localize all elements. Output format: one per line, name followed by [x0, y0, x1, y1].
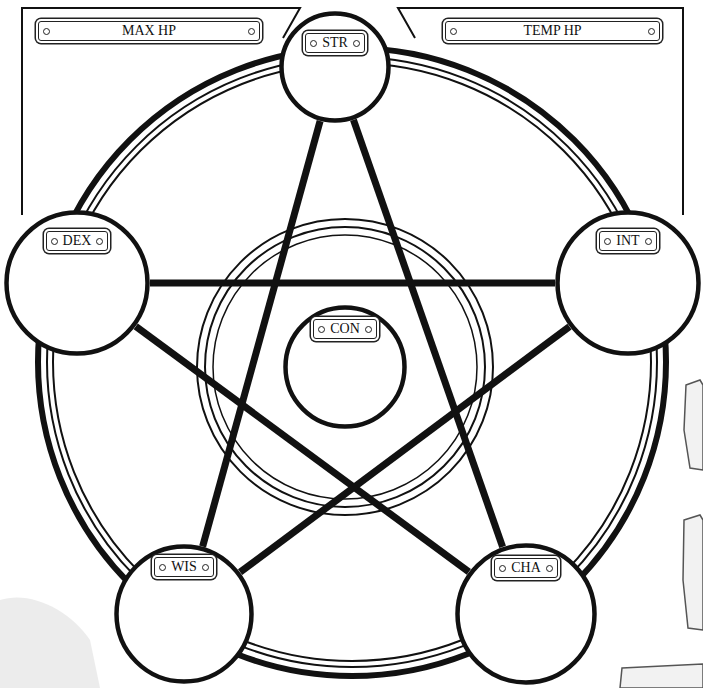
stat-circle: WIS [114, 544, 254, 684]
stat-label: CON [313, 319, 377, 339]
stone-border [684, 380, 703, 470]
stat-label: CHA [494, 558, 558, 578]
stat-circle: STR [279, 11, 391, 123]
stat-label: MAX HP [38, 21, 260, 41]
circle-outline [558, 213, 699, 354]
hp-panel: TEMP HP [413, 8, 683, 208]
hp-panel: MAX HP [22, 8, 292, 208]
pentagram-line [150, 280, 555, 287]
stone-border [683, 515, 703, 630]
stat-label: TEMP HP [445, 21, 660, 41]
stat-circle: INT [555, 210, 701, 356]
stone-border [620, 664, 703, 688]
stat-label: STR [305, 33, 365, 53]
stat-label: DEX [46, 231, 109, 251]
texture-patch [0, 597, 100, 688]
stat-circle: CON [283, 305, 407, 429]
circle-outline [286, 308, 405, 427]
inner-ring [197, 219, 493, 515]
circle-outline [117, 547, 252, 682]
stat-label: INT [599, 231, 656, 251]
circle-outline [279, 11, 391, 123]
stat-circle: CHA [455, 543, 597, 685]
stat-circle: DEX [4, 210, 150, 356]
circle-outline [7, 213, 148, 354]
stat-label: WIS [154, 557, 214, 577]
circle-outline [458, 546, 595, 683]
circle-outline [282, 14, 389, 121]
